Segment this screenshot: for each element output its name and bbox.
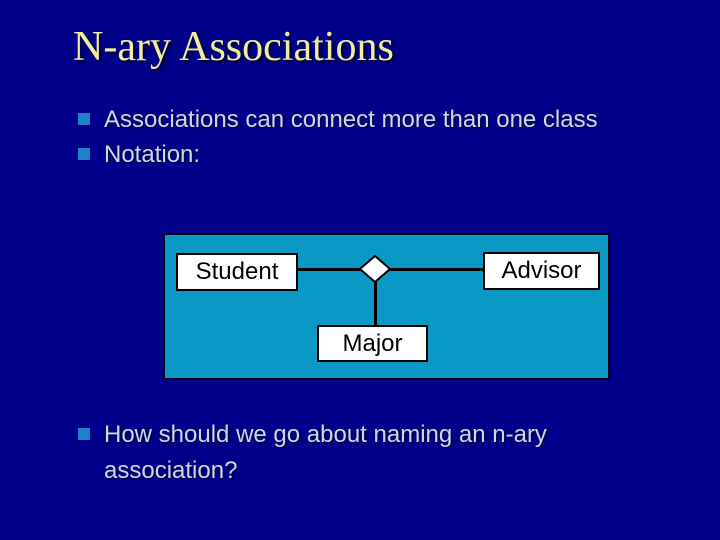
- slide-title: N-ary Associations: [73, 24, 394, 70]
- bullet-item: Associations can connect more than one c…: [78, 104, 598, 136]
- connector-line-advisor: [389, 268, 484, 271]
- bullet-text: Notation:: [104, 141, 201, 168]
- connector-line-student: [298, 268, 362, 271]
- bullet-square-icon: [78, 113, 90, 125]
- bullet-text: How should we go about naming an n-ary a…: [104, 421, 547, 484]
- bullet-item: How should we go about naming an n-ary a…: [78, 417, 674, 489]
- nary-association-diagram: Student Advisor Major: [163, 233, 610, 380]
- bullet-item: Notation:: [78, 139, 200, 171]
- class-box-advisor: Advisor: [483, 252, 600, 290]
- class-box-major: Major: [317, 325, 428, 362]
- class-box-student: Student: [176, 253, 298, 291]
- bullet-text: Associations can connect more than one c…: [104, 106, 598, 133]
- bullet-square-icon: [78, 428, 90, 440]
- bullet-square-icon: [78, 148, 90, 160]
- connector-line-major: [374, 279, 377, 326]
- association-diamond-icon: [359, 255, 391, 283]
